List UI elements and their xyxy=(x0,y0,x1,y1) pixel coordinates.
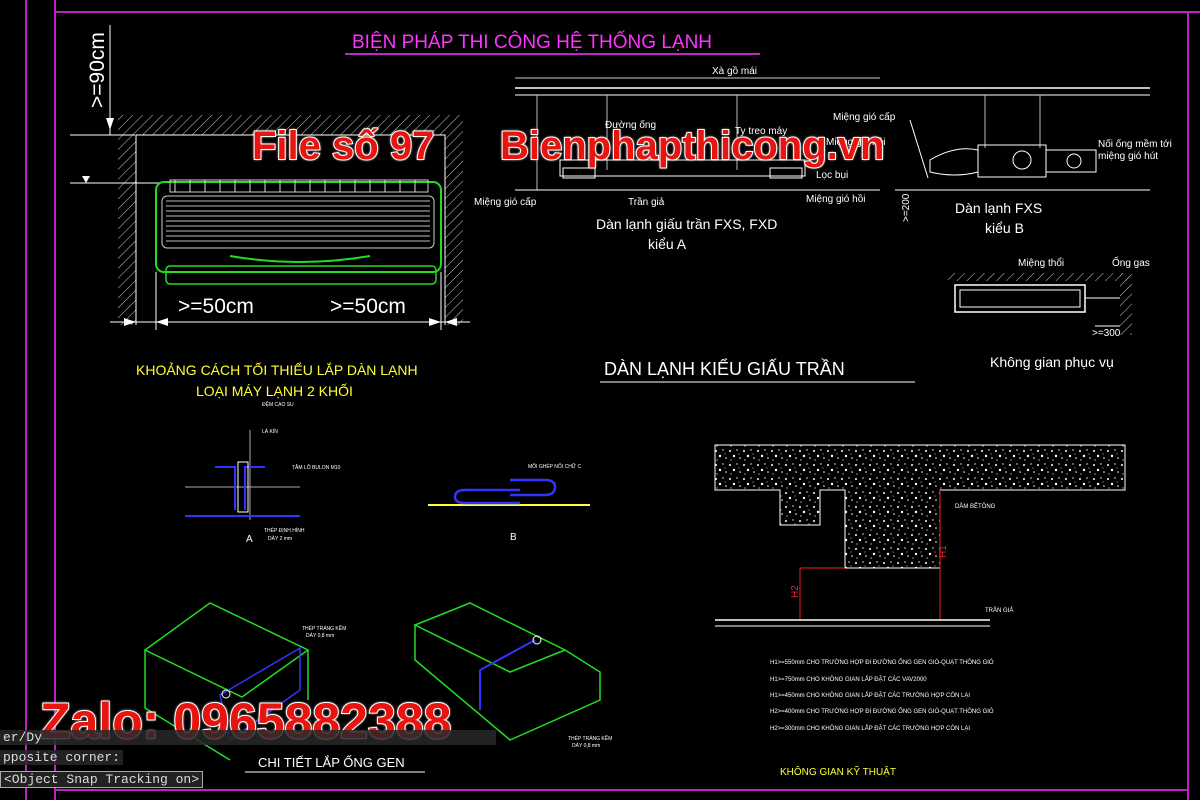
duct-galv2b-label: DÀY 0,8 mm xyxy=(572,742,600,749)
duct-bolt-label: TẮM LỖ BULON M10 xyxy=(292,463,341,471)
duct-galv2-label: THÉP TRÁNG KẼM xyxy=(568,735,612,742)
type-a-pipe-label: Đường ống xyxy=(605,119,656,131)
dim-top-label: >=90cm xyxy=(86,32,109,108)
duct-galv1b-label: DÀY 0,8 mm xyxy=(306,632,334,639)
command-status-tooltip: <Object Snap Tracking on> xyxy=(0,771,204,788)
duct-steel-label: THÉP ĐỊNH HÌNH xyxy=(264,527,305,534)
type-a-ceiling-label: Trần giả xyxy=(628,196,665,208)
dim-right-label: >=50cm xyxy=(330,295,406,318)
split-caption-line1: KHOẢNG CÁCH TỐI THIỂU LẮP DÀN LẠNH xyxy=(136,361,418,378)
watermark-website: Bienphapthicong.vn xyxy=(499,123,885,169)
type-b-flex-label: Nối ống mềm tới xyxy=(1098,138,1172,150)
drawing-title: BIỆN PHÁP THI CÔNG HỆ THỐNG LẠNH xyxy=(352,31,712,53)
indoor-unit-body xyxy=(155,181,442,273)
type-a-beam-label: Xà gồ mái xyxy=(712,65,757,77)
service-caption: Không gian phục vụ xyxy=(990,354,1114,370)
tech-caption: KHÔNG GIAN KỸ THUẬT xyxy=(780,765,896,778)
command-history-line-2: pposite corner: xyxy=(0,750,124,765)
tech-note-3: H2>=400mm CHO TRƯỜNG HỢP ĐI ĐƯỜNG ỐNG GE… xyxy=(770,708,994,715)
command-history-line-1: er/Dy xyxy=(0,730,496,745)
service-dim-300: >=300 xyxy=(1092,328,1121,339)
duct-sheet-label: LÁ KÍN xyxy=(262,428,278,435)
duct-mark-b: B xyxy=(510,532,517,543)
tech-ceiling-label: TRẦN GIẢ xyxy=(985,607,1013,614)
duct-caption: CHI TIẾT LẮP ỐNG GEN xyxy=(258,755,405,770)
technical-space-detail: DẦM BÊTÔNG H1 H2 TRẦN GIẢ H1>=550mm CHO … xyxy=(714,444,1126,778)
split-caption-line2: LOẠI MÁY LẠNH 2 KHỐI xyxy=(196,382,353,399)
tech-h2-label: H2 xyxy=(790,585,801,598)
tech-note-1: H1>=750mm CHO KHÔNG GIAN LẮP ĐẶT CÁC VAV… xyxy=(770,675,927,683)
tech-h1-label: H1 xyxy=(938,545,949,558)
watermark-file-number: File số 97 xyxy=(251,123,435,169)
type-a-caption-line1: Dàn lạnh giấu trần FXS, FXD xyxy=(596,216,777,232)
type-b-flex-label2: miệng gió hút xyxy=(1098,151,1158,162)
tech-beam-label: DẦM BÊTÔNG xyxy=(955,502,996,510)
type-a-return-label: Miệng gió hồi xyxy=(806,193,865,205)
split-unit-detail: >=90cm > xyxy=(70,25,470,399)
type-b-caption-line1: Dàn lạnh FXS xyxy=(955,200,1042,216)
duct-seam-label: MỐI GHÉP NỐI CHỮ C xyxy=(528,463,581,470)
duct-galv1-label: THÉP TRÁNG KẼM xyxy=(302,625,346,632)
service-gas-label: Ống gas xyxy=(1112,255,1150,269)
duct-top-label: ĐỆM CAO SU xyxy=(262,400,294,408)
type-a-detail: Xà gồ mái Đường ống Ty treo máy Miệng gi… xyxy=(474,65,880,252)
duct-thick-label: DÀY 2 mm xyxy=(268,535,292,542)
type-a-caption-line2: kiểu A xyxy=(648,236,687,252)
tech-note-4: H2>=300mm CHO KHÔNG GIAN LẮP ĐẶT CÁC TRƯ… xyxy=(770,724,970,732)
type-b-return-label: Miệng gió hồi xyxy=(826,136,885,148)
type-b-detail: Miệng gió cấp Miệng gió hồi Lọc bụi Nối … xyxy=(816,87,1172,236)
service-outlet-label: Miệng thổi xyxy=(1018,257,1064,269)
tech-note-2: H1>=450mm CHO KHÔNG GIAN LẮP ĐẶT CÁC TRƯ… xyxy=(770,691,970,699)
type-b-dim-200: >=200 xyxy=(901,193,912,222)
type-a-supply-label: Miệng gió cấp xyxy=(474,196,537,208)
concrete-slab xyxy=(714,444,1126,569)
tech-note-0: H1>=550mm CHO TRƯỜNG HỢP ĐI ĐƯỜNG ỐNG GE… xyxy=(770,659,994,666)
duct-detail: ĐỆM CAO SU LÁ KÍN TẮM LỖ BULON M10 THÉP … xyxy=(143,400,612,773)
duct-mark-a: A xyxy=(246,534,253,545)
type-b-caption-line2: kiểu B xyxy=(985,220,1024,236)
dim-left-label: >=50cm xyxy=(178,295,254,318)
wall-hatch-top xyxy=(118,115,463,135)
service-space-detail: Miệng thổi Ống gas >=300 Không gian phục… xyxy=(948,255,1150,370)
wall-hatch-right xyxy=(445,135,463,325)
drawing-frame xyxy=(25,0,1200,800)
concealed-title: DÀN LẠNH KIỂU GIẤU TRẦN xyxy=(604,358,845,379)
wall-hatch-left xyxy=(118,135,136,325)
type-b-supply-label: Miệng gió cấp xyxy=(833,111,896,123)
type-b-filter-label: Lọc bụi xyxy=(816,170,848,181)
type-a-hanger-label: Ty treo máy xyxy=(735,126,787,137)
